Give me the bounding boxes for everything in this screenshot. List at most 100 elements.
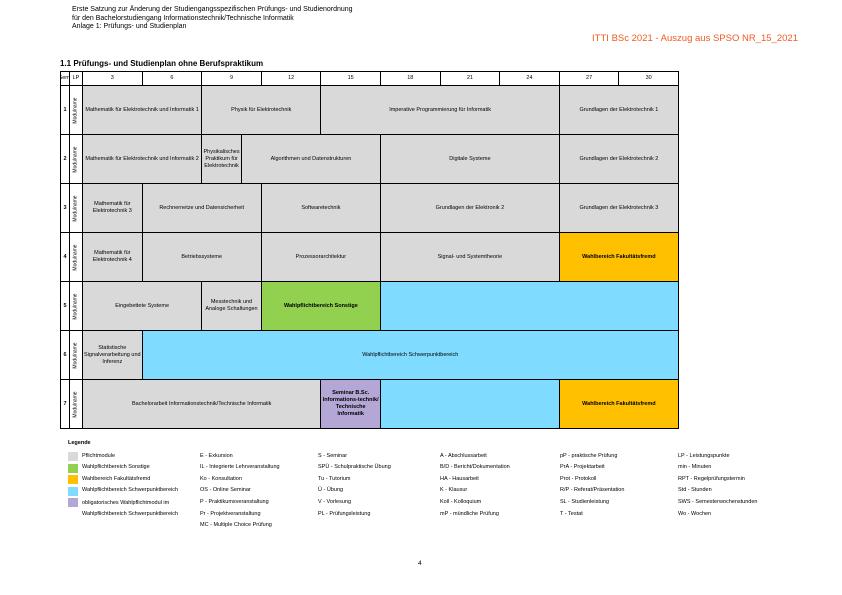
- legend-abbreviation: SPÜ - Schulpraktische Übung: [318, 464, 391, 471]
- module-name-label: Modulname: [69, 379, 83, 429]
- legend-title: Legende: [68, 440, 91, 446]
- module-cell: Seminar B.Sc. Informations-technik/ Tech…: [320, 379, 381, 429]
- legend-abbreviation: B/D - Bericht/Dokumentation: [440, 464, 510, 471]
- legend-abbreviation: Koll - Kolloquium: [440, 498, 482, 505]
- module-name-label-text: Modulname: [72, 390, 79, 418]
- lp-tick: 21: [439, 71, 501, 86]
- legend-swatch: [68, 475, 78, 485]
- module-cell: Mathematik für Elektrotechnik und Inform…: [82, 85, 203, 135]
- lp-tick: 24: [499, 71, 560, 86]
- module-cell: Softwaretechnik: [260, 183, 381, 233]
- module-cell: Statistische Signalverarbeitung und Infe…: [82, 330, 143, 380]
- legend-abbreviation: Pr - Projektveranstaltung: [200, 510, 261, 517]
- document-code: ITTI BSc 2021 - Auszug aus SPSO NR_15_20…: [592, 33, 798, 44]
- module-cell: Physikalisches Praktikum für Elektrotech…: [201, 134, 242, 184]
- lp-header: LP: [69, 71, 83, 86]
- legend-abbreviation: Ko - Konsultation: [200, 475, 242, 482]
- legend-swatch: [68, 486, 78, 496]
- module-name-label: Modulname: [69, 330, 83, 380]
- header-line-3: Anlage 1: Prüfungs- und Studienplan: [72, 23, 187, 30]
- module-name-label: Modulname: [69, 134, 83, 184]
- lp-tick: 6: [141, 71, 203, 86]
- legend-swatch: [68, 463, 78, 473]
- module-cell: Grundlagen der Elektrotechnik 2: [558, 134, 679, 184]
- module-cell: Grundlagen der Elektrotechnik 3: [558, 183, 679, 233]
- legend-label: Wahlbereich Fakultätsfremd: [82, 475, 151, 482]
- module-cell: [380, 379, 560, 429]
- legend-abbreviation: Tu - Tutorium: [318, 475, 351, 482]
- module-cell: Mathematik für Elektrotechnik und Inform…: [82, 134, 203, 184]
- legend-abbreviation: HA - Hausarbeit: [440, 475, 479, 482]
- lp-tick: 15: [320, 71, 381, 86]
- legend-abbreviation: P - Praktikumsveranstaltung: [200, 498, 269, 505]
- legend-abbreviation: OS - Online Seminar: [200, 487, 251, 494]
- legend-abbreviation: Std - Stunden: [678, 487, 712, 494]
- legend-abbreviation: PrA - Projektarbeit: [560, 464, 605, 471]
- module-cell: Bachelorarbeit Informationstechnik/Techn…: [82, 379, 322, 429]
- legend-abbreviation: A - Abschlussarbeit: [440, 452, 487, 459]
- legend-abbreviation: MC - Multiple Choice Prüfung: [200, 522, 272, 529]
- header-line-2: für den Bachelorstudiengang Informations…: [72, 14, 294, 22]
- legend-abbreviation: mP - mündliche Prüfung: [440, 510, 499, 517]
- module-cell: Digitale Systeme: [380, 134, 560, 184]
- legend-abbreviation: SWS - Semesterwochenstunden: [678, 498, 758, 505]
- legend-swatch: [68, 498, 78, 508]
- module-name-label-text: Modulname: [72, 341, 79, 369]
- lp-tick: 3: [82, 71, 143, 86]
- header-line-1: Erste Satzung zur Änderung der Studienga…: [72, 6, 353, 13]
- module-name-label-text: Modulname: [72, 292, 79, 320]
- legend-abbreviation: SL - Studienleistung: [560, 498, 610, 505]
- legend-label: Wahlpflichtbereich Schwerpunktbereich: [82, 487, 179, 494]
- module-cell: Messtechnik und Analoge Schaltungen: [201, 281, 262, 331]
- module-cell: Wahlbereich Fakultätsfremd: [558, 232, 679, 282]
- module-cell: Wahlbereich Fakultätsfremd: [558, 379, 679, 429]
- legend-abbreviation: Ü - Übung: [318, 487, 344, 494]
- legend-abbreviation: min - Minuten: [678, 464, 712, 471]
- legend-abbreviation: R/P - Referat/Präsentation: [560, 487, 625, 494]
- module-cell: Grundlagen der Elektronik 2: [380, 183, 560, 233]
- legend-abbreviation: Wo - Wochen: [678, 510, 712, 517]
- module-cell: Betriebssysteme: [141, 232, 262, 282]
- document-header: Erste Satzung zur Änderung der Studienga…: [72, 6, 353, 32]
- module-name-label-text: Modulname: [72, 194, 79, 222]
- module-name-label: Modulname: [69, 232, 83, 282]
- section-title: 1.1 Prüfungs- und Studienplan ohne Beruf…: [60, 59, 264, 68]
- module-cell: [380, 281, 679, 331]
- module-name-label-text: Modulname: [72, 243, 79, 271]
- lp-tick: 27: [558, 71, 620, 86]
- legend-abbreviation: S - Seminar: [318, 452, 348, 459]
- legend-abbreviation: Prot - Protokoll: [560, 475, 597, 482]
- module-cell: Mathematik für Elektrotechnik 3: [82, 183, 143, 233]
- legend-abbreviation: IL - Integrierte Lehrveranstaltung: [200, 464, 280, 471]
- legend-abbreviation: LP - Leistungspunkte: [678, 452, 730, 459]
- module-cell: Imperative Programmierung für Informatik: [320, 85, 560, 135]
- module-cell: Signal- und Systemtheorie: [380, 232, 560, 282]
- lp-tick: 30: [618, 71, 679, 86]
- lp-tick: 12: [260, 71, 322, 86]
- legend-abbreviation: RPT - Regelprüfungstermin: [678, 475, 745, 482]
- module-cell: Wahlpflichtbereich Schwerpunktbereich: [141, 330, 679, 380]
- module-cell: Physik für Elektrotechnik: [201, 85, 322, 135]
- legend-abbreviation: E - Exkursion: [200, 452, 233, 459]
- legend-label: Pflichtmodule: [82, 452, 116, 459]
- module-name-label-text: Modulname: [72, 96, 79, 124]
- legend-label: obligatorisches Wahlpflichtmodul im Wahl…: [82, 499, 179, 517]
- module-cell: Algorithmen und Datenstrukturen: [240, 134, 381, 184]
- legend-abbreviation: K - Klausur: [440, 487, 468, 494]
- module-name-label: Modulname: [69, 281, 83, 331]
- legend-abbreviation: PL - Prüfungsleistung: [318, 510, 371, 517]
- module-name-label: Modulname: [69, 183, 83, 233]
- module-cell: Rechnernetze und Datensicherheit: [141, 183, 262, 233]
- legend-label: Wahlpflichtbereich Sonstige: [82, 464, 150, 471]
- module-cell: Grundlagen der Elektrotechnik 1: [558, 85, 679, 135]
- module-name-label: Modulname: [69, 85, 83, 135]
- page-number: 4: [418, 560, 422, 567]
- module-cell: Wahlpflichtbereich Sonstige: [260, 281, 381, 331]
- lp-tick: 9: [201, 71, 262, 86]
- legend-abbreviation: V - Vorlesung: [318, 498, 352, 505]
- module-name-label-text: Modulname: [72, 145, 79, 173]
- module-cell: Eingebettete Systeme: [82, 281, 203, 331]
- lp-tick: 18: [380, 71, 441, 86]
- legend-abbreviation: T - Testat: [560, 510, 583, 517]
- module-cell: Prozessorarchitektur: [260, 232, 381, 282]
